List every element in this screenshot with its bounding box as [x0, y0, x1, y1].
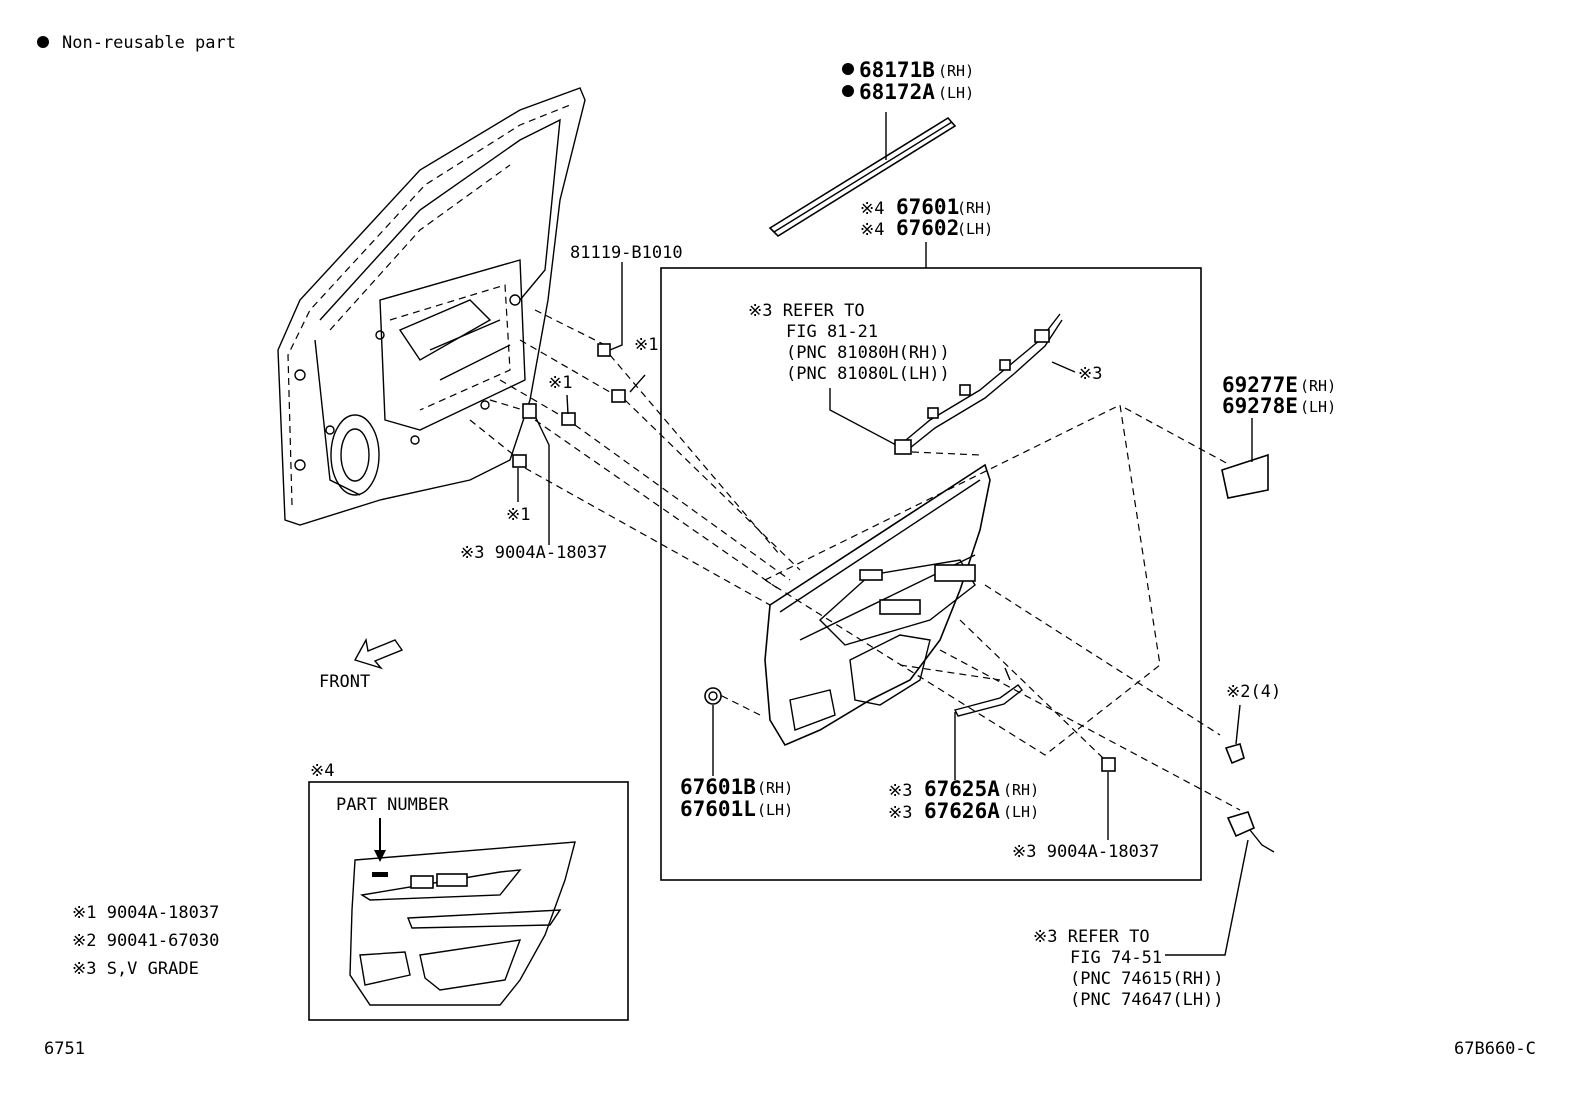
- clip-9004a-right-label: ※3 9004A-18037: [1012, 842, 1159, 862]
- front-arrow-icon: [353, 637, 404, 670]
- clip-67601b: [704, 687, 722, 705]
- clip-b-rh-side: (RH): [757, 779, 793, 797]
- door-garnish: [1221, 453, 1269, 499]
- refer-74-line4: (PNC 74647(LH)): [1070, 990, 1224, 1010]
- page-number-left: 6751: [44, 1039, 85, 1059]
- panel-lh-mark: ※4: [860, 220, 884, 240]
- bracket-lh-side: (LH): [1003, 803, 1039, 821]
- screw-90041: [1224, 704, 1245, 765]
- weatherstrip-rh-side: (RH): [938, 62, 974, 80]
- panel-lh-side: (LH): [957, 220, 993, 238]
- door-trim-panel: [763, 404, 1161, 756]
- inset-arrow-icon: [374, 818, 386, 862]
- legend-text: Non-reusable part: [62, 33, 236, 53]
- bracket-67625a: [953, 667, 1023, 717]
- refer-74-line3: (PNC 74615(RH)): [1070, 969, 1224, 989]
- clip-9004a-left: [522, 403, 537, 419]
- note-3: ※3 S,V GRADE: [72, 959, 199, 979]
- refer-74-line2: FIG 74-51: [1070, 948, 1162, 968]
- weatherstrip-rh-label: 68171B: [859, 58, 935, 82]
- clip-mark1-b: [561, 412, 576, 426]
- non-reusable-bullet-icon-1: [842, 63, 854, 75]
- refer-81-line1: ※3 REFER TO: [748, 301, 865, 321]
- panel-assembly-box: [660, 267, 1202, 881]
- refer-81-line3: (PNC 81080H(RH)): [786, 343, 950, 363]
- bracket-lh-label: 67626A: [924, 799, 1000, 823]
- weatherstrip-lh-side: (LH): [938, 84, 974, 102]
- clip-b-rh-label: 67601B: [680, 775, 756, 799]
- mark1-a-label: ※1: [634, 335, 658, 355]
- clip-9004a-right: [1101, 757, 1116, 772]
- screw-mark-label: ※2(4): [1226, 682, 1281, 702]
- refer-74-line1: ※3 REFER TO: [1033, 927, 1150, 947]
- non-reusable-bullet-icon-2: [842, 85, 854, 97]
- bracket-rh-label: 67625A: [924, 777, 1000, 801]
- panel-rh-mark: ※4: [860, 199, 884, 219]
- clip-mark1-a: [611, 389, 626, 403]
- door-inner-frame: [277, 87, 586, 526]
- wire-harness: [894, 313, 1063, 456]
- weatherstrip: [768, 112, 957, 238]
- weatherstrip-lh-label: 68172A: [859, 80, 935, 104]
- refer-81-line4: (PNC 81080L(LH)): [786, 364, 950, 384]
- mark1-c-label: ※1: [506, 505, 530, 525]
- clip-81119-label: 81119-B1010: [570, 243, 683, 263]
- panel-rh-side: (RH): [957, 199, 993, 217]
- note-2: ※2 90041-67030: [72, 931, 219, 951]
- garnish-lh-label: 69278E: [1222, 394, 1298, 418]
- clip-b-lh-side: (LH): [757, 801, 793, 819]
- clip-b-lh-label: 67601L: [680, 797, 756, 821]
- front-label: FRONT: [319, 672, 370, 692]
- inset-mark: ※4: [310, 761, 334, 781]
- mark1-b-label: ※1: [548, 373, 572, 393]
- garnish-rh-label: 69277E: [1222, 373, 1298, 397]
- wire-mark-label: ※3: [1078, 364, 1102, 384]
- courtesy-light-connector: [1226, 811, 1275, 853]
- clip-81119: [597, 343, 611, 357]
- clip-9004a-left-label: ※3 9004A-18037: [460, 543, 607, 563]
- page-number-right: 67B660-C: [1454, 1039, 1536, 1059]
- bracket-rh-mark: ※3: [888, 781, 912, 801]
- clip-mark1-c: [512, 454, 527, 468]
- inset-box: [308, 781, 629, 1021]
- refer-81-line2: FIG 81-21: [786, 322, 878, 342]
- garnish-lh-side: (LH): [1300, 398, 1336, 416]
- bracket-rh-side: (RH): [1003, 781, 1039, 799]
- bracket-lh-mark: ※3: [888, 803, 912, 823]
- panel-rh-label: 67601: [896, 195, 959, 219]
- inset-title: PART NUMBER: [336, 795, 449, 815]
- inset-door-panel: [349, 841, 576, 1006]
- note-1: ※1 9004A-18037: [72, 903, 219, 923]
- garnish-rh-side: (RH): [1300, 377, 1336, 395]
- panel-lh-label: 67602: [896, 216, 959, 240]
- non-reusable-bullet-icon: [37, 36, 49, 48]
